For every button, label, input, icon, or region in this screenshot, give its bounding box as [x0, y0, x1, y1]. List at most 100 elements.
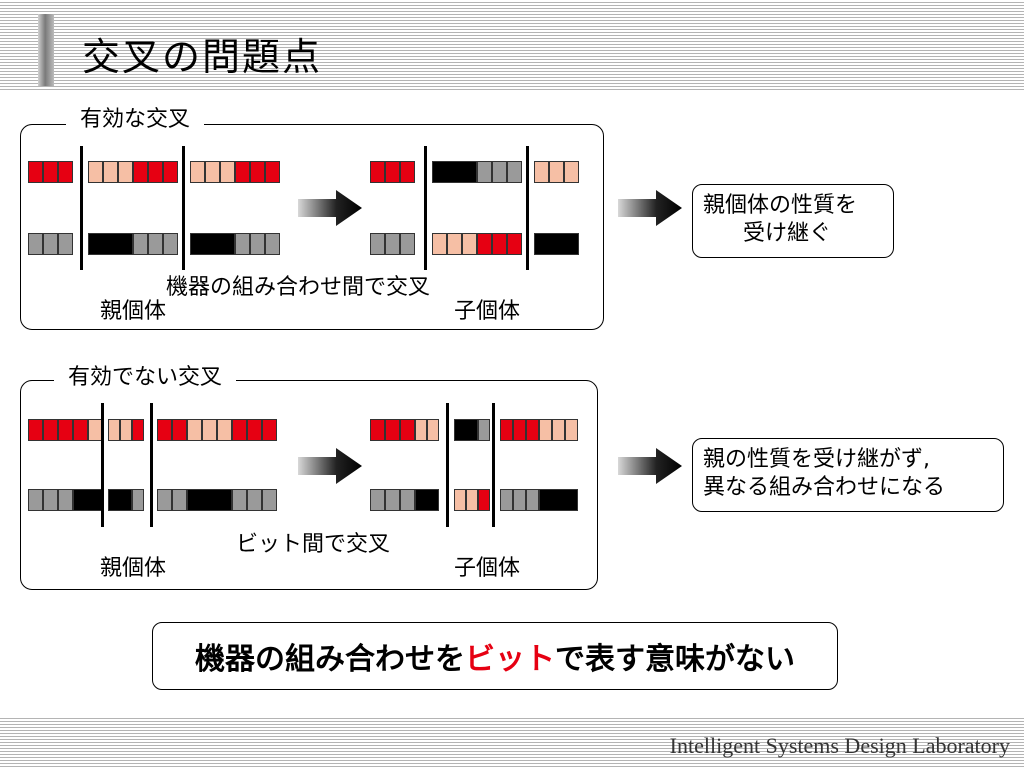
- bit: [133, 233, 148, 255]
- bit: [205, 161, 220, 183]
- bit: [220, 161, 235, 183]
- gene-strip: [190, 233, 280, 255]
- bit: [43, 233, 58, 255]
- bit: [187, 419, 202, 441]
- gene-strip: [28, 233, 73, 255]
- gene-strip: [370, 489, 439, 511]
- bit: [500, 419, 513, 441]
- crossover-point-line: [182, 146, 185, 270]
- slide-title: 交叉の問題点: [82, 35, 323, 79]
- gene-strip: [534, 161, 579, 183]
- gene-strip: [370, 419, 439, 441]
- bit: [232, 489, 247, 511]
- parent-label: 親個体: [100, 299, 167, 324]
- gene-strip: [28, 161, 73, 183]
- bit: [190, 233, 235, 255]
- bit: [466, 489, 478, 511]
- header-band: [0, 0, 1024, 92]
- bit: [370, 419, 385, 441]
- bit: [415, 489, 439, 511]
- bit: [565, 419, 578, 441]
- right-arrow-icon: [618, 448, 682, 484]
- bit: [132, 489, 144, 511]
- bit: [28, 233, 43, 255]
- bit: [43, 489, 58, 511]
- bit: [217, 419, 232, 441]
- bit: [539, 419, 552, 441]
- bit: [477, 233, 492, 255]
- gene-strip: [157, 419, 277, 441]
- bit: [108, 489, 132, 511]
- bit: [432, 233, 447, 255]
- gene-strip: [88, 233, 178, 255]
- gene-strip: [108, 489, 144, 511]
- result-box: 親個体の性質を 受け継ぐ: [692, 184, 894, 258]
- conclusion-text: 機器の組み合わせを: [195, 642, 465, 677]
- bit: [235, 161, 250, 183]
- bit: [385, 419, 400, 441]
- bit: [454, 419, 478, 441]
- right-arrow-icon: [298, 190, 362, 226]
- bit: [118, 161, 133, 183]
- gene-strip: [370, 161, 415, 183]
- bit: [232, 419, 247, 441]
- right-arrow-icon: [298, 448, 362, 484]
- bit: [526, 489, 539, 511]
- conclusion-text: で表す意味がない: [555, 642, 795, 677]
- right-arrow-icon: [618, 190, 682, 226]
- bit: [400, 233, 415, 255]
- bit: [400, 161, 415, 183]
- gene-strip: [454, 419, 490, 441]
- bit: [427, 419, 439, 441]
- bit: [247, 419, 262, 441]
- footer-band: [0, 716, 1024, 768]
- bit: [500, 489, 513, 511]
- gene-strip: [370, 233, 415, 255]
- conclusion-highlight: ビット: [465, 642, 555, 677]
- bit: [549, 161, 564, 183]
- bit: [157, 489, 172, 511]
- result-line: 親の性質を受け継がず,: [703, 447, 930, 472]
- bit: [513, 419, 526, 441]
- gene-strip: [157, 489, 277, 511]
- bit: [190, 161, 205, 183]
- bit: [262, 489, 277, 511]
- bit: [88, 233, 133, 255]
- panel-heading: 有効な交叉: [66, 107, 205, 133]
- gene-strip: [500, 489, 578, 511]
- bit: [28, 161, 43, 183]
- bit: [478, 489, 490, 511]
- gene-strip: [432, 161, 522, 183]
- bit: [172, 489, 187, 511]
- bit: [492, 161, 507, 183]
- bit: [163, 233, 178, 255]
- bit: [507, 161, 522, 183]
- result-line: 受け継ぐ: [743, 221, 832, 246]
- bit: [539, 489, 578, 511]
- bit: [454, 489, 466, 511]
- bit: [400, 489, 415, 511]
- bit: [552, 419, 565, 441]
- gene-strip: [28, 489, 103, 511]
- bit: [250, 161, 265, 183]
- bit: [478, 419, 490, 441]
- bit: [492, 233, 507, 255]
- gene-strip: [108, 419, 144, 441]
- bit: [120, 419, 132, 441]
- footer-text: Intelligent Systems Design Laboratory: [669, 733, 1010, 758]
- bit: [370, 233, 385, 255]
- bit: [477, 161, 492, 183]
- panel-heading: 有効でない交叉: [54, 365, 237, 391]
- bit: [58, 489, 73, 511]
- gene-strip: [190, 161, 280, 183]
- bit: [172, 419, 187, 441]
- parent-label: 親個体: [100, 556, 167, 581]
- bit: [28, 419, 43, 441]
- bit: [415, 419, 427, 441]
- bit: [73, 489, 103, 511]
- bit: [58, 419, 73, 441]
- bit: [262, 419, 277, 441]
- bit: [370, 161, 385, 183]
- conclusion-box: 機器の組み合わせをビットで表す意味がない: [152, 622, 838, 690]
- crossover-point-line: [424, 146, 427, 270]
